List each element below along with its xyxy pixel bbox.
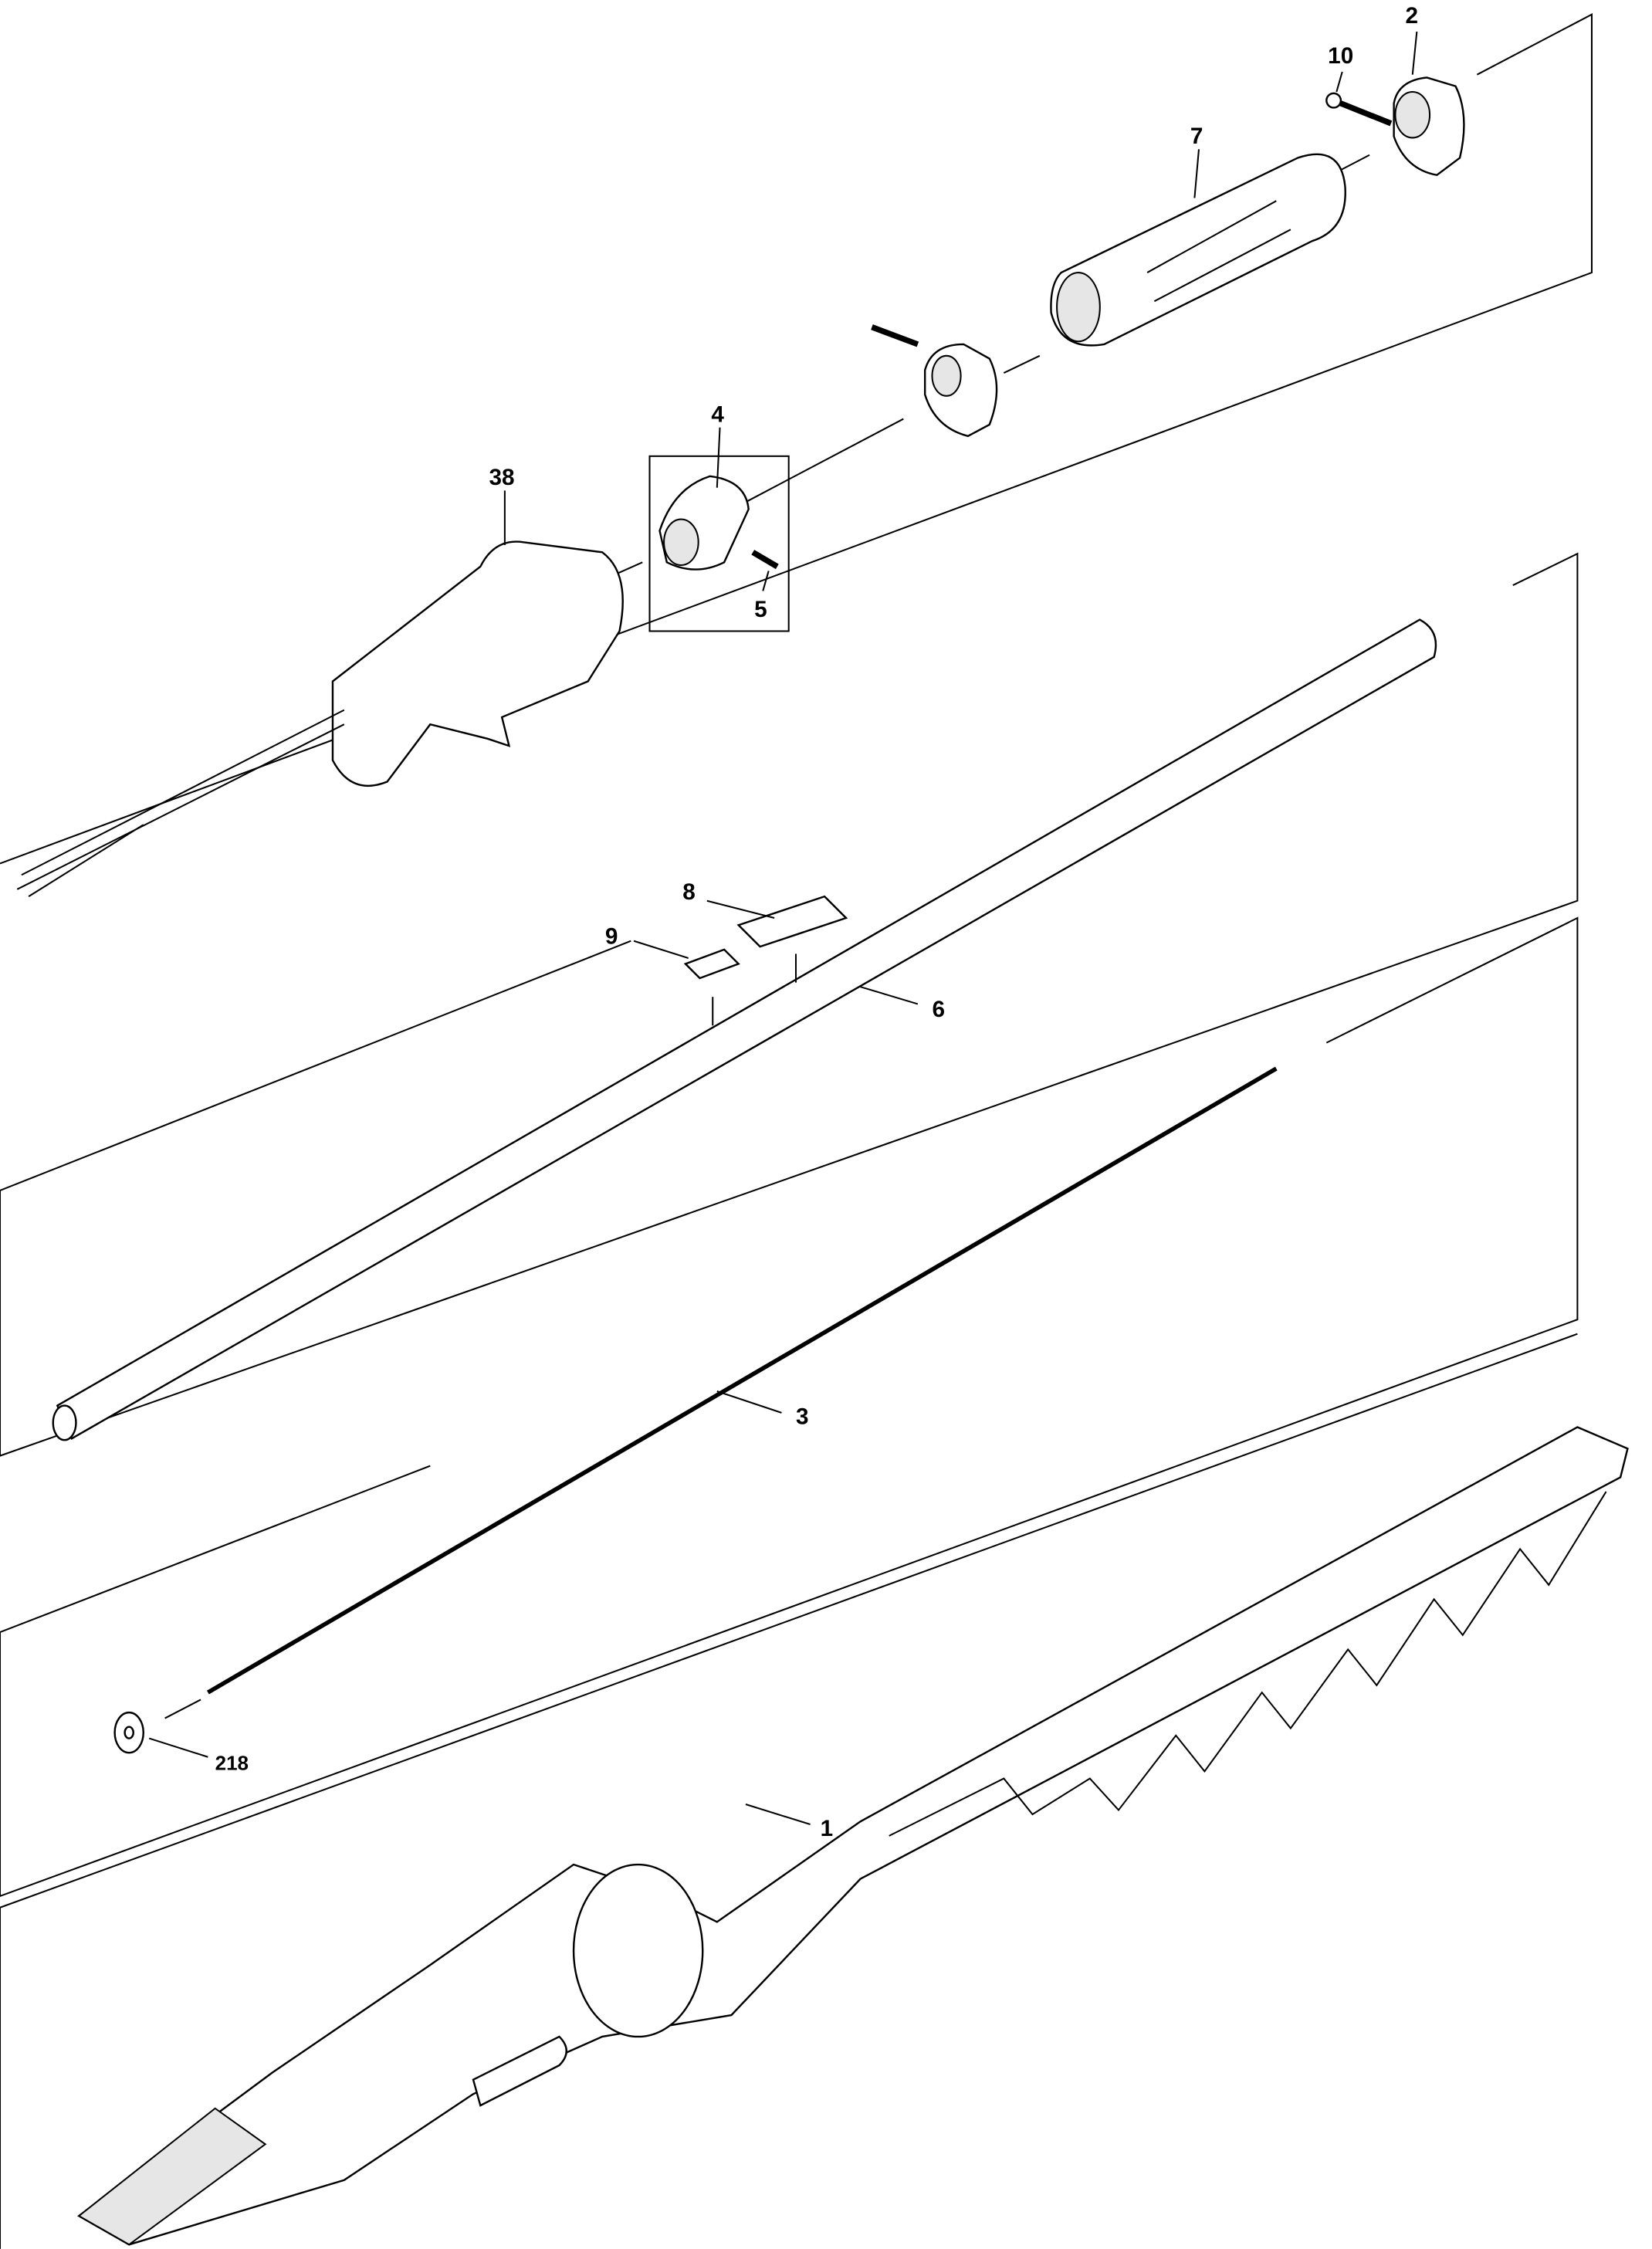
panel-frames (0, 12, 1593, 2249)
leader-lines (148, 31, 1418, 1826)
part-8-label (736, 895, 848, 948)
callout-7: 7 (1190, 124, 1203, 149)
part-3-shaft (206, 1066, 1278, 1695)
callout-2: 2 (1405, 3, 1418, 29)
callout-5: 5 (754, 597, 767, 622)
callout-218: 218 (215, 1751, 249, 1774)
assembly-axis-lines (164, 154, 1370, 1719)
part-38-handle (16, 540, 624, 898)
callout-8: 8 (682, 879, 696, 905)
callout-3: 3 (796, 1404, 809, 1430)
part-1-hedge-trimmer-head (76, 1426, 1629, 2246)
callout-4: 4 (711, 401, 724, 427)
part-4-clamp (648, 455, 790, 632)
callout-9: 9 (605, 923, 618, 949)
callout-38: 38 (489, 465, 514, 490)
part-9-label (683, 948, 740, 980)
callout-1: 1 (821, 1816, 834, 1841)
part-218-washer (113, 1711, 144, 1754)
part-7-grip (1050, 153, 1346, 347)
callout-6: 6 (932, 997, 945, 1022)
part-6-tube (52, 618, 1437, 1441)
part-10-screw (1325, 92, 1393, 127)
part-cap-lower (871, 324, 998, 438)
callout-10: 10 (1328, 43, 1353, 69)
part-2-cap (1393, 76, 1465, 177)
